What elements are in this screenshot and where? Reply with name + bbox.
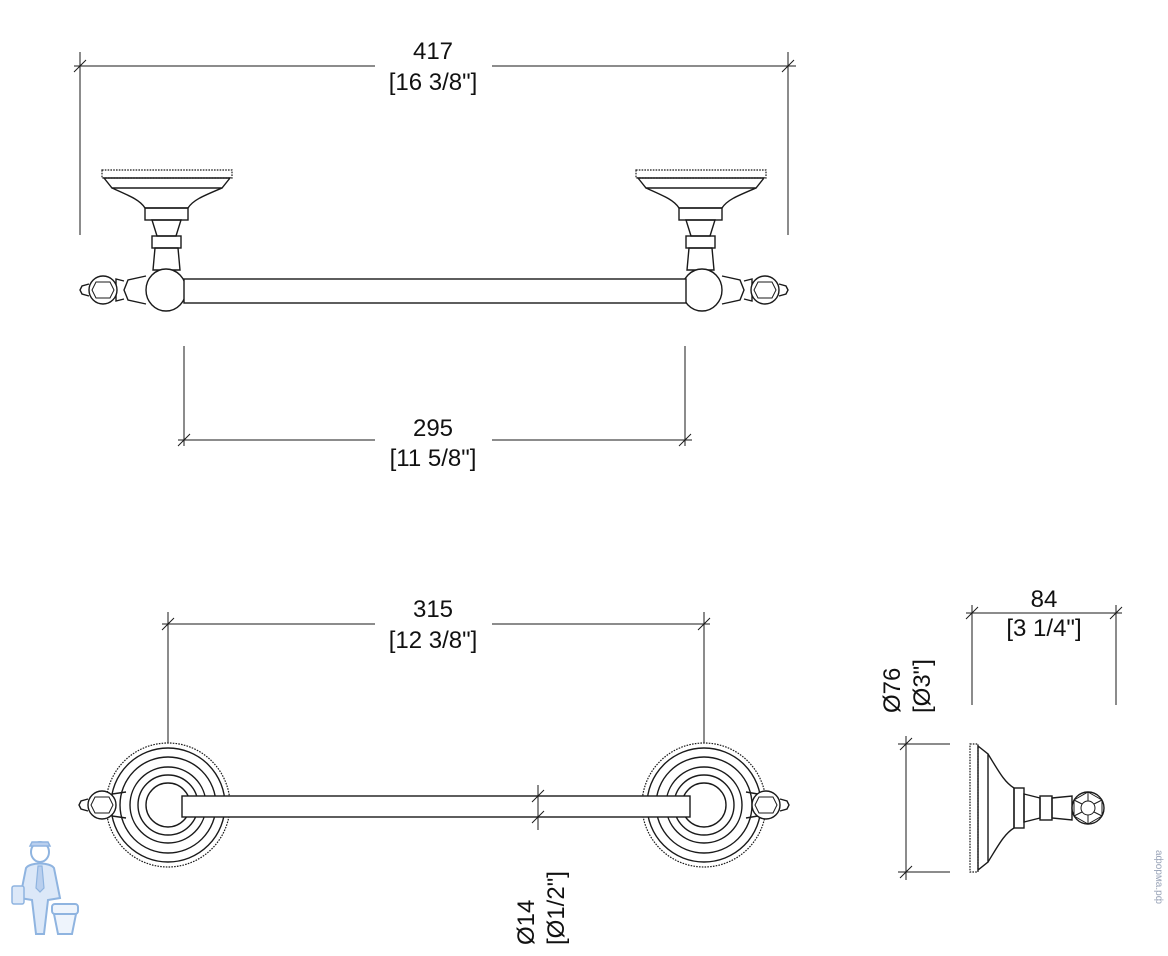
bracket-side xyxy=(969,743,1105,873)
side-view: Ø76 [Ø3"] 84 [3 1/4"] xyxy=(879,586,1123,880)
dim-front-span: 315 [12 3/8"] xyxy=(161,596,711,780)
plumber-mascot-logo xyxy=(11,841,79,935)
rosette-diameter-mm: Ø76 xyxy=(879,668,906,713)
towel-bar-top xyxy=(183,278,687,304)
dim-overall-length: 417 [16 3/8"] xyxy=(73,38,796,235)
left-bracket-top xyxy=(79,169,233,312)
front-span-inch: [12 3/8"] xyxy=(389,627,478,654)
towel-bar-front xyxy=(181,795,691,818)
top-view: 417 [16 3/8"] xyxy=(73,38,796,472)
overall-length-mm: 417 xyxy=(413,38,453,65)
right-rosette-front xyxy=(641,742,790,868)
dim-bar-diameter: Ø14 [Ø1/2"] xyxy=(513,785,570,945)
projection-inch: [3 1/4"] xyxy=(1006,615,1081,642)
front-view: 315 [12 3/8"] xyxy=(78,596,790,945)
bar-diameter-inch: [Ø1/2"] xyxy=(543,871,570,945)
projection-mm: 84 xyxy=(1031,586,1058,613)
mount-spacing-mm: 295 xyxy=(413,415,453,442)
right-bracket-top xyxy=(635,169,789,312)
mount-spacing-inch: [11 5/8"] xyxy=(390,445,477,472)
dim-rosette-diameter: Ø76 [Ø3"] xyxy=(879,659,950,880)
front-span-mm: 315 xyxy=(413,596,453,623)
overall-length-inch: [16 3/8"] xyxy=(389,69,478,96)
rosette-diameter-inch: [Ø3"] xyxy=(909,659,936,713)
bar-diameter-mm: Ø14 xyxy=(513,900,540,945)
dim-projection: 84 [3 1/4"] xyxy=(965,586,1123,705)
dim-mount-spacing: 295 [11 5/8"] xyxy=(177,346,692,472)
watermark-text: аформа.рф xyxy=(1153,850,1164,904)
